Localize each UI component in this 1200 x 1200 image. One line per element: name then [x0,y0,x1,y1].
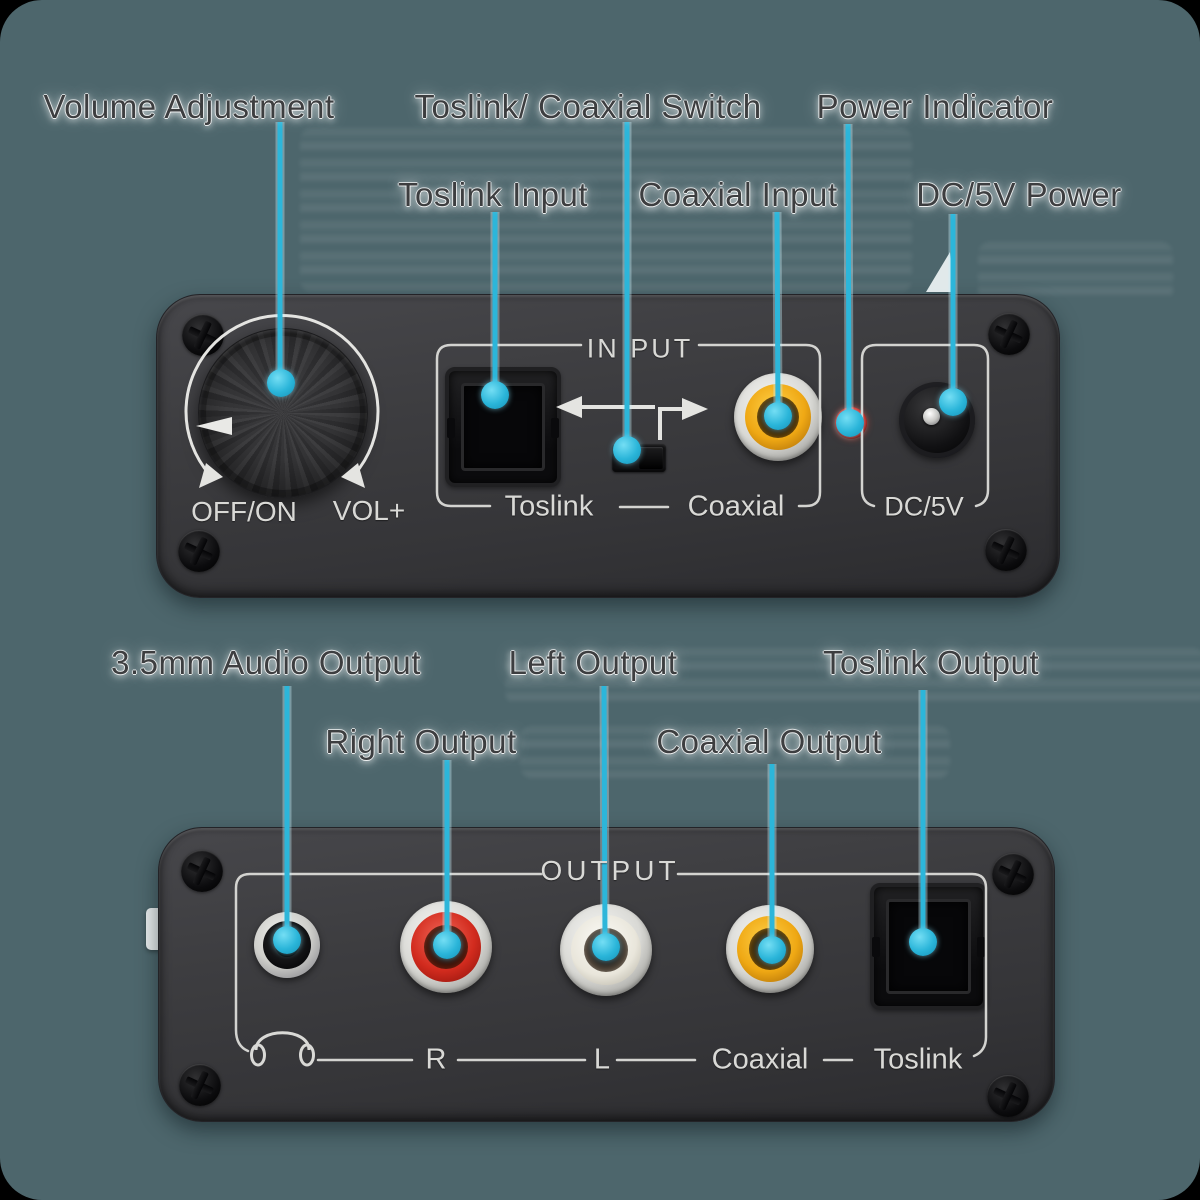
right-channel-label: R [425,1043,447,1076]
callout-label-dc-5v-power: DC/5V Power [916,176,1122,213]
screw-icon [181,850,223,892]
callout-label-coaxial-output: Coaxial Output [656,723,882,760]
callout-dot-toslink-output [909,928,937,956]
screw-icon [178,530,220,572]
coaxial-output-label: Coaxial [711,1043,809,1076]
screw-icon [985,529,1027,571]
knob-volume-label: VOL+ [332,495,406,526]
knob-off-on-label: OFF/ON [191,496,297,527]
callout-label-right-output: Right Output [325,723,517,760]
callout-label-coaxial-input: Coaxial Input [638,176,838,213]
background-streak [978,242,1173,302]
callout-label-toslink-input: Toslink Input [398,176,588,213]
callout-dot-right-output [433,931,461,959]
switch-knob [639,447,663,469]
input-panel-title: IN PUT [586,333,694,364]
screw-icon [179,1064,221,1106]
callout-dot-coaxial-output [758,936,786,964]
toslink-input-label: Toslink [504,490,594,523]
callout-label-left-output: Left Output [508,644,678,681]
callout-dot-35mm-output [273,926,301,954]
callout-label-toslink-coaxial-switch: Toslink/ Coaxial Switch [414,88,762,125]
dc-power-label: DC/5V [884,491,964,522]
left-channel-label: L [593,1043,611,1076]
callout-label-power-indicator: Power Indicator [816,88,1054,125]
callout-dot-power-led [836,409,864,437]
callout-dot-coaxial-input [764,402,792,430]
callout-dot-left-output [592,933,620,961]
screw-icon [182,314,224,356]
output-panel-title: OUTPUT [540,855,680,886]
photo-artifact [926,252,953,292]
callout-dot-volume [267,369,295,397]
callout-dot-switch [613,436,641,464]
screw-icon [988,313,1030,355]
toslink-output-label: Toslink [873,1043,963,1076]
screw-icon [992,853,1034,895]
callout-label-volume-adjustment: Volume Adjustment [43,88,335,125]
callout-dot-dc-power [939,388,967,416]
screw-icon [987,1075,1029,1117]
dc-center-pin [923,408,940,425]
callout-label-35mm-audio-output: 3.5mm Audio Output [111,644,421,681]
coaxial-input-label: Coaxial [687,490,785,523]
volume-knob [198,328,368,498]
callout-dot-toslink-input [481,381,509,409]
callout-label-toslink-output: Toslink Output [822,644,1040,681]
